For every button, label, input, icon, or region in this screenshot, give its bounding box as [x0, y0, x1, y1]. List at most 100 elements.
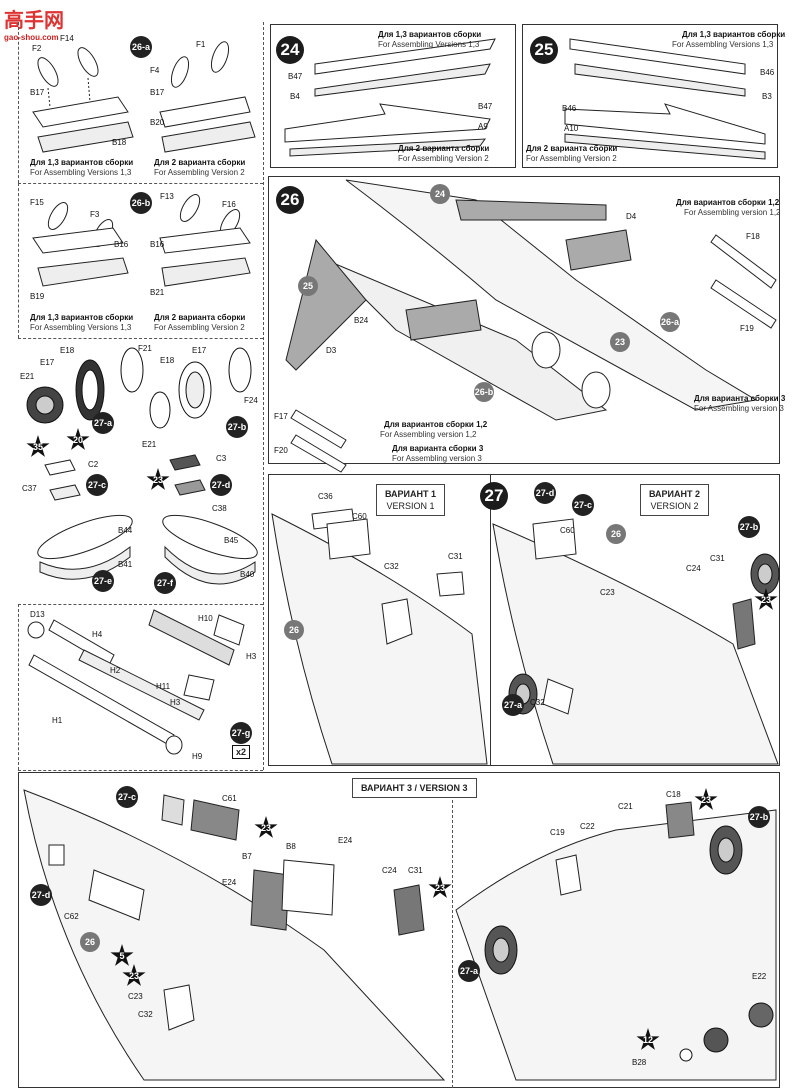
caption-ru-version-2: Для 2 варианта сборки: [154, 158, 246, 167]
part-label-B18: B18: [112, 138, 127, 147]
caption-25-ru: Для 1,3 вариантов сборки: [682, 30, 786, 39]
caption-25-en: For Assembling Versions 1,3: [672, 40, 774, 49]
part-label-C31-v3: C31: [408, 866, 423, 875]
part-label-C31-v2: C31: [710, 554, 725, 563]
part-label-B19: B19: [30, 292, 45, 301]
part-label-B28: B28: [632, 1058, 647, 1067]
divider-bottom-left: [18, 770, 263, 771]
part-label-C32-v3: C32: [138, 1010, 153, 1019]
part-label-C37: C37: [22, 484, 37, 493]
wheel-diagram-27b: [149, 347, 252, 429]
part-label-H2: H2: [110, 666, 121, 675]
part-label-B17b: B17: [150, 88, 165, 97]
part-label-F15: F15: [30, 198, 44, 207]
part-label-C24: C24: [686, 564, 701, 573]
ref-27a-v3: 27-a: [458, 960, 480, 982]
divider-26a-left: [18, 22, 19, 183]
part-label-C38: C38: [212, 504, 227, 513]
part-label-E24: E24: [338, 836, 353, 845]
part-label-C21: C21: [618, 802, 633, 811]
fuselage-diagram-v1: [271, 508, 488, 765]
version-2-box: ВАРИАНТ 2 VERSION 2: [640, 484, 710, 516]
version-2-ru: ВАРИАНТ 2: [649, 489, 701, 499]
part-label-F1: F1: [196, 40, 206, 49]
caption-26-en12: For Assembling version 1,2: [684, 208, 781, 217]
part-label-E18: E18: [60, 346, 75, 355]
ref-badge-24: 24: [430, 184, 450, 204]
part-label-H3: H3: [246, 652, 257, 661]
divider-26a: [18, 183, 263, 184]
divider-26b-left: [18, 183, 19, 338]
caption-26-ru12: Для вариантов сборки 1,2: [676, 198, 780, 207]
part-label-C62: C62: [64, 912, 79, 921]
divider-version-3: [452, 800, 453, 1088]
caption-26-ru12-b: Для вариантов сборки 1,2: [384, 420, 488, 429]
part-label-B7: B7: [242, 852, 252, 861]
part-label-D4: D4: [626, 212, 637, 221]
caption-25-en-v2: For Assembling Version 2: [526, 154, 617, 163]
part-label-B44: B44: [118, 526, 133, 535]
caption-26-en3-b: For Assembling version 3: [392, 454, 482, 463]
part-label-C22: C22: [580, 822, 595, 831]
step-24-badge: 24: [276, 36, 304, 64]
step-26-badge: 26: [276, 186, 304, 214]
part-label-C32: C32: [384, 562, 399, 571]
part-diagram-27d: [169, 454, 206, 496]
part-label-B20: B20: [150, 118, 165, 127]
caption-26-ru3: Для варианта сборки 3: [694, 394, 786, 403]
part-label-D3: D3: [326, 346, 337, 355]
fuselage-diagram-v3-left: [23, 789, 446, 1081]
part-label-C60-v2: C60: [560, 526, 575, 535]
ref-27c-v3: 27-c: [116, 786, 138, 808]
version-1-en: VERSION 1: [386, 501, 435, 511]
part-label-H3b: H3: [170, 698, 181, 707]
part-label-C61: C61: [222, 794, 237, 803]
part-label-B21: B21: [150, 288, 165, 297]
part-label-B47b: B47: [478, 102, 493, 111]
part-label-E22: E22: [752, 972, 767, 981]
part-label-C19: C19: [550, 828, 565, 837]
part-label-C36: C36: [318, 492, 333, 501]
divider-version-1-2: [490, 474, 491, 766]
part-label-B41: B41: [118, 560, 133, 569]
part-label-C31: C31: [448, 552, 463, 561]
subassembly-26a-badge: 26-a: [130, 36, 152, 58]
version-3-box: ВАРИАНТ 3 / VERSION 3: [352, 778, 477, 798]
part-label-C23: C23: [600, 588, 615, 597]
part-label-F20: F20: [274, 446, 288, 455]
part-label-D13: D13: [30, 610, 45, 619]
divider-26b: [18, 338, 263, 339]
part-label-C18: C18: [666, 790, 681, 799]
left-column-divider: [263, 22, 264, 770]
caption-en-version-2: For Assembling Version 2: [154, 168, 245, 177]
part-label-F17: F17: [274, 412, 288, 421]
caption-26-en12-b: For Assembling version 1,2: [380, 430, 477, 439]
part-label-C24-v3: C24: [382, 866, 397, 875]
part-label-F2: F2: [32, 44, 42, 53]
ref-badge-26-v3: 26: [80, 932, 100, 952]
wing-diagram-25: [564, 38, 766, 160]
divider-27g: [18, 604, 263, 605]
part-diagram-27c: [44, 459, 81, 501]
logo-text: 高手网: [4, 10, 64, 32]
part-label-B47: B47: [288, 72, 303, 81]
part-label-B40: B40: [240, 570, 255, 579]
part-diagram-27e: [37, 514, 133, 580]
part-label-B8: B8: [286, 842, 296, 851]
part-label-H9: H9: [192, 752, 203, 761]
ref-badge-26a: 26-a: [660, 312, 680, 332]
caption-24-ru-v2: Для 2 варианта сборки: [398, 144, 490, 153]
part-label-B3: B3: [762, 92, 772, 101]
ref-27c-v2: 27-c: [572, 494, 594, 516]
part-label-E18b: E18: [160, 356, 175, 365]
flap-diagram-26b-left: [32, 202, 129, 287]
part-label-E17: E17: [40, 358, 55, 367]
part-label-E21b: E21: [142, 440, 157, 449]
caption-26-ru3-b: Для варианта сборки 3: [392, 444, 484, 453]
ref-badge-26-v2: 26: [606, 524, 626, 544]
part-label-B17: B17: [30, 88, 45, 97]
ref-27b-v3: 27-b: [748, 806, 770, 828]
part-label-C60: C60: [352, 512, 367, 521]
divider-27g-left: [18, 604, 19, 770]
version-3-label: ВАРИАНТ 3 / VERSION 3: [361, 783, 468, 793]
